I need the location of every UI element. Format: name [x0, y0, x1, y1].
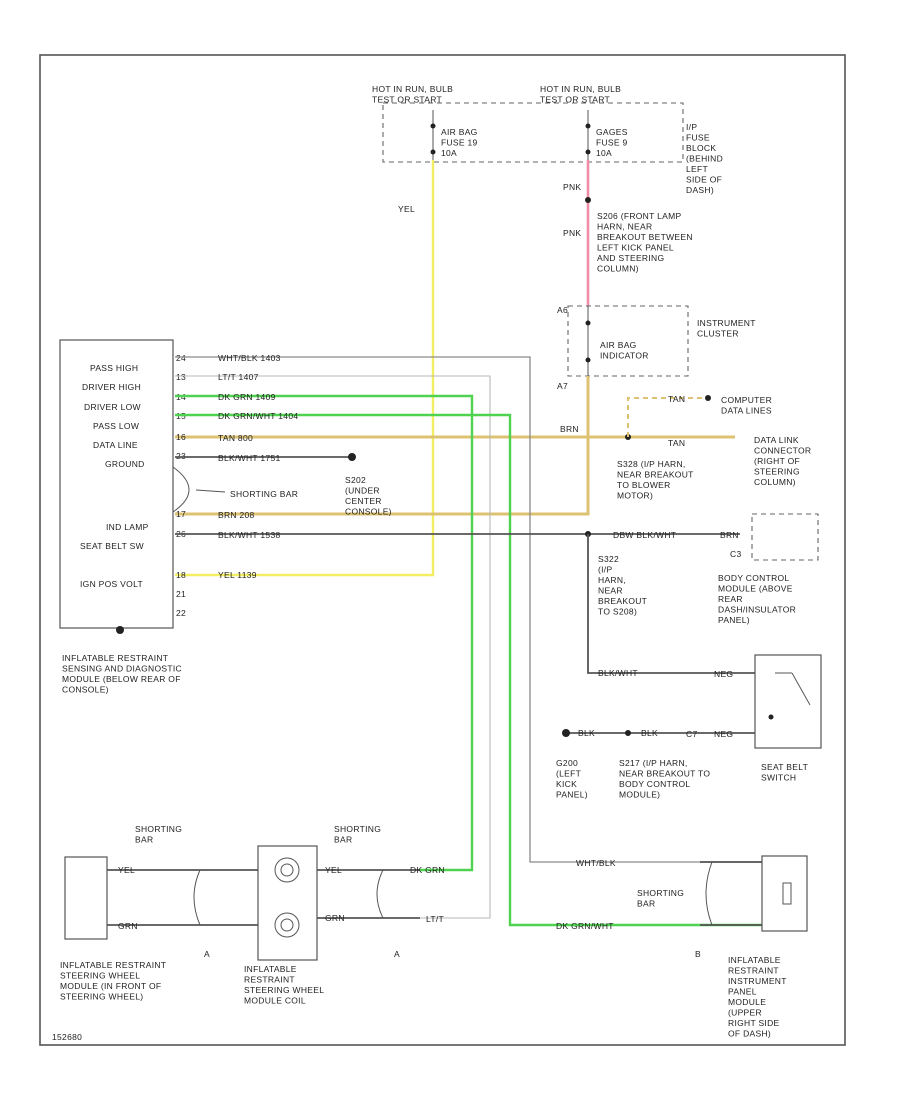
- pin-num-21: 21: [176, 589, 186, 599]
- bcm-c3-label: C3: [730, 549, 741, 559]
- conn-b-right-label: B: [695, 949, 701, 959]
- pin-label-pass-high: PASS HIGH: [90, 363, 138, 373]
- wire-grn-right-label: GRN: [325, 913, 345, 923]
- brn-bcm-label: BRN: [720, 530, 739, 540]
- steering-wheel-module-box: [64, 856, 108, 940]
- conn-a6-label: A6: [557, 305, 568, 315]
- pin-label-ind-lamp: IND LAMP: [106, 522, 149, 532]
- wire-data-line-label: TAN 800: [218, 433, 253, 443]
- wire-ltt-b-label: LT/T: [426, 914, 444, 924]
- pin-label-ign-pos-volt: IGN POS VOLT: [80, 579, 143, 589]
- wire-driver-high-label: LT/T 1407: [218, 372, 259, 382]
- pin-label-seat-belt-sw: SEAT BELT SW: [80, 541, 144, 551]
- conn-a-left-label: A: [204, 949, 210, 959]
- wire-pass-low: [175, 413, 762, 927]
- tan-label-solid: TAN: [668, 438, 685, 448]
- bcm-outline: [751, 513, 819, 561]
- instrument-cluster-outline: [567, 305, 689, 377]
- pin-label-ground: GROUND: [105, 459, 145, 469]
- coil-box: [257, 845, 318, 961]
- sw-wire-neg2-label: NEG: [714, 729, 733, 739]
- pin-num-22: 22: [176, 608, 186, 618]
- pin-label-pass-low: PASS LOW: [93, 421, 139, 431]
- pin-num-23: 23: [176, 451, 186, 461]
- pin-label-data-line: DATA LINE: [93, 440, 138, 450]
- wire-driver-high: [175, 375, 491, 919]
- yel-label: YEL: [398, 204, 415, 214]
- diagram-frame: [39, 54, 846, 1046]
- pnk-label-1: PNK: [563, 182, 581, 192]
- wire-pass-high-label: WHT/BLK 1403: [218, 353, 281, 363]
- sw-wire-blk-label: BLK/WHT: [598, 668, 638, 678]
- sdm-module-box: [59, 339, 174, 629]
- pnk-label-2: PNK: [563, 228, 581, 238]
- pin-num-24: 24: [176, 353, 186, 363]
- wire-switch-return: [587, 534, 755, 674]
- wire-yel-left-label: YEL: [118, 865, 135, 875]
- pin-num-16: 16: [176, 432, 186, 442]
- figure-id: 152680: [52, 1032, 82, 1042]
- seat-belt-switch-box: [754, 654, 822, 749]
- brn-indicator-wire: [175, 376, 590, 516]
- gnd-blk-1-label: BLK: [578, 728, 595, 738]
- wire-seat-belt-label: BLK/WHT 1538: [218, 530, 281, 540]
- sw-wire-neg-label: NEG: [714, 669, 733, 679]
- wire-wht-blk-b-label: WHT/BLK: [576, 858, 616, 868]
- wire-grn-left-label: GRN: [118, 921, 138, 931]
- module-shorting-bar: [172, 466, 190, 513]
- ip-module-box: [761, 855, 808, 932]
- conn-a-mid-label: A: [394, 949, 400, 959]
- shorting-bar-module-label: SHORTING BAR: [230, 489, 298, 499]
- wire-pass-high: [175, 356, 762, 863]
- tan-computer-data-wire: [627, 397, 705, 437]
- brn-label: BRN: [560, 424, 579, 434]
- yel-feed-wire: [175, 160, 435, 577]
- wire-dkgrn-wht-b-label: DK GRN/WHT: [556, 921, 614, 931]
- pin-num-18: 18: [176, 570, 186, 580]
- wire-pass-low-label: DK GRN/WHT 1404: [218, 411, 298, 421]
- pin-num-17: 17: [176, 509, 186, 519]
- wire-dkgrn-b-label: DK GRN: [410, 865, 445, 875]
- pin-label-driver-low: DRIVER LOW: [84, 402, 141, 412]
- dbw-wire-label: DBW BLK/WHT: [613, 530, 676, 540]
- wire-driver-low: [175, 394, 474, 872]
- wire-driver-low-label: DK GRN 1409: [218, 392, 276, 402]
- wire-yel-right-label: YEL: [325, 865, 342, 875]
- ip-fuse-block-outline: [382, 102, 684, 163]
- pin-num-13: 13: [176, 372, 186, 382]
- conn-a7-label: A7: [557, 381, 568, 391]
- wire-ind-lamp-label: BRN 208: [218, 510, 255, 520]
- tan-label-dash: TAN: [668, 394, 685, 404]
- pin-label-driver-high: DRIVER HIGH: [82, 382, 141, 392]
- wire-ign-pos-label: YEL 1139: [218, 570, 257, 580]
- conn-c7-label: C7: [686, 729, 697, 739]
- wire-ground-label: BLK/WHT 1751: [218, 453, 281, 463]
- gnd-blk-2-label: BLK: [641, 728, 658, 738]
